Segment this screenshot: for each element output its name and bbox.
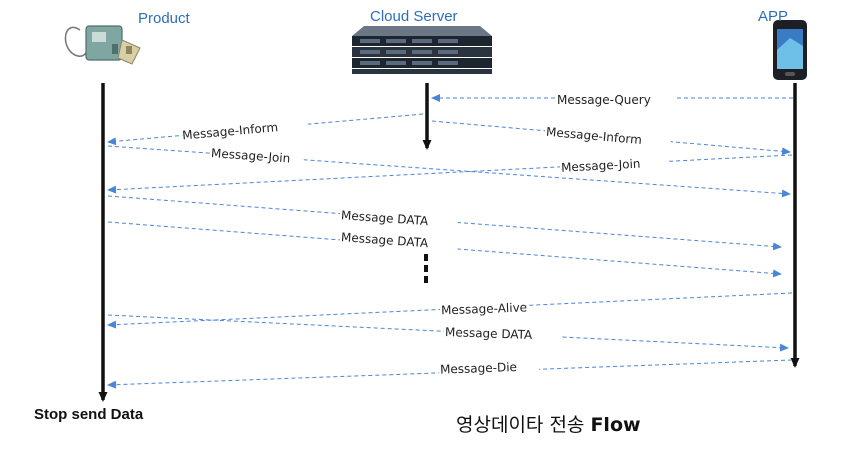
diagram-title-flow: Flow <box>590 414 641 436</box>
diagram-title: 영상데이타 전송 Flow <box>456 410 641 437</box>
stop-send-data-label: Stop send Data <box>34 406 144 423</box>
product-device-icon <box>64 25 141 65</box>
diagram-title-korean: 영상데이타 전송 <box>456 414 585 436</box>
actor-label-cloud-server: Cloud Server <box>370 8 458 25</box>
arrow-message-data-3 <box>107 314 789 352</box>
continuation-ellipsis <box>424 254 428 283</box>
label-message-data-1: Message DATA <box>341 208 430 228</box>
smartphone-icon <box>773 20 807 80</box>
label-message-data-2: Message DATA <box>341 230 430 250</box>
label-message-join-left: Message-Join <box>211 146 291 166</box>
arrow-message-alive <box>107 292 793 329</box>
label-message-data-3: Message DATA <box>445 325 534 342</box>
arrow-message-inform-to-app <box>431 120 791 156</box>
label-message-inform-left: Message-Inform <box>182 120 279 142</box>
label-message-die: Message-Die <box>440 360 517 377</box>
label-message-inform-right: Message-Inform <box>546 125 643 147</box>
arrow-message-inform-to-product <box>107 113 424 146</box>
arrow-message-die <box>107 359 793 389</box>
actor-label-app: APP <box>758 8 789 25</box>
server-rack-icon <box>352 26 492 74</box>
arrow-message-join-to-product <box>107 154 793 194</box>
actor-label-product: Product <box>138 10 190 27</box>
label-message-query: Message-Query <box>557 93 651 107</box>
label-message-alive: Message-Alive <box>441 300 527 317</box>
label-message-join-right: Message-Join <box>561 157 641 175</box>
